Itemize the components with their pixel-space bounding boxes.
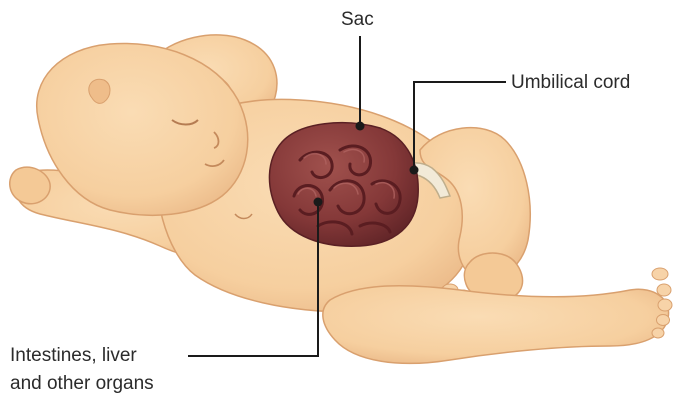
organs-label-line-2: and other organs [10,370,154,398]
cord-dot [410,166,419,175]
lower-leg [323,286,669,364]
organs-label: Intestines, liver and other organs [10,342,154,398]
sac-label: Sac [341,8,374,32]
organs-dot [314,198,323,207]
sac-dot [356,122,365,131]
organs-label-line-1: Intestines, liver [10,342,154,370]
umbilical-cord-label: Umbilical cord [511,71,630,95]
